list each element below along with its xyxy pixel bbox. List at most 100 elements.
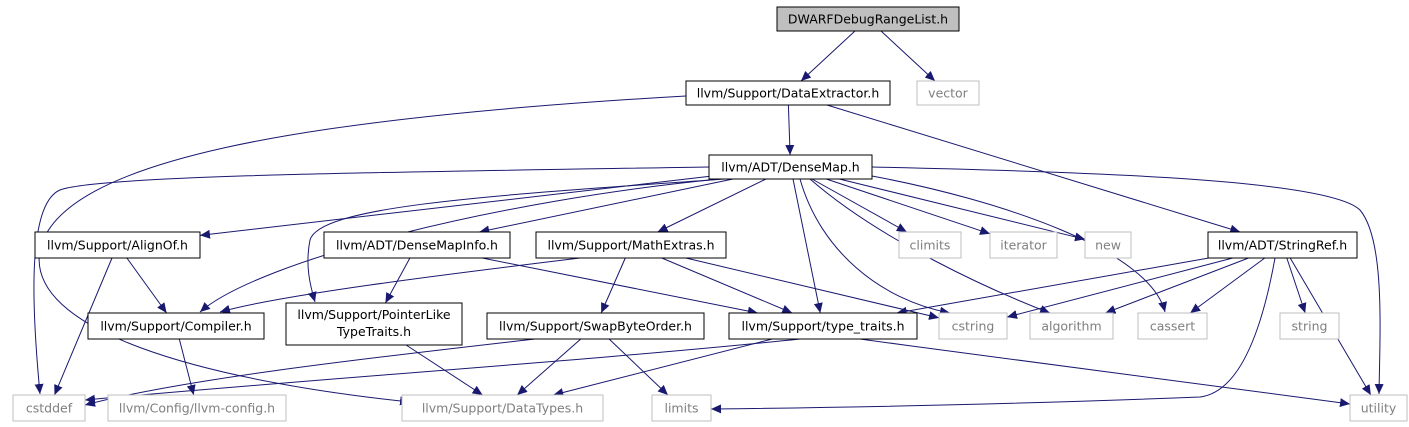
node-cstddef: cstddef — [12, 394, 86, 422]
edge-dense-map-to-dense-map-info — [479, 178, 734, 235]
edge-dwarf-debug-range-list-to-data-extractor — [800, 30, 856, 82]
node-box — [898, 231, 962, 259]
node-swap-byte-order[interactable]: llvm/Support/SwapByteOrder.h — [486, 312, 705, 340]
node-align-of[interactable]: llvm/Support/AlignOf.h — [34, 231, 201, 259]
node-box — [989, 231, 1058, 259]
node-llvm-config: llvm/Config/llvm-config.h — [107, 394, 287, 422]
node-box — [776, 6, 960, 32]
node-label: llvm/Support/PointerLike — [297, 307, 450, 322]
node-label: algorithm — [1041, 319, 1101, 334]
node-cassert: cassert — [1137, 312, 1208, 340]
edge-type-traits-to-data-types — [553, 338, 773, 397]
node-box — [1349, 394, 1408, 422]
node-box — [708, 154, 873, 180]
node-box — [1137, 312, 1208, 340]
node-label: cstddef — [26, 401, 73, 416]
node-data-extractor[interactable]: llvm/Support/DataExtractor.h — [685, 80, 891, 106]
edge-align-of-to-cstddef — [54, 257, 113, 396]
node-box — [938, 312, 1008, 340]
edge-type-traits-to-cstddef — [84, 338, 801, 404]
edge-dense-map-to-climits — [811, 178, 908, 233]
edge-data-extractor-to-dense-map — [785, 104, 795, 156]
node-label: climits — [910, 238, 951, 253]
edge-dense-map-to-algorithm — [809, 178, 1051, 314]
edge-math-extras-to-compiler — [219, 257, 581, 314]
node-label: string — [1292, 319, 1328, 334]
node-box — [107, 394, 287, 422]
edge-dense-map-to-type-traits — [792, 178, 823, 314]
node-dwarf-debug-range-list[interactable]: DWARFDebugRangeList.h — [776, 6, 960, 32]
edge-swap-byte-order-to-data-types — [516, 338, 582, 396]
node-box — [1279, 312, 1340, 340]
node-label: limits — [664, 401, 698, 416]
node-label: iterator — [1000, 238, 1047, 253]
node-dense-map-info[interactable]: llvm/ADT/DenseMapInfo.h — [323, 231, 511, 259]
node-label: llvm/Config/llvm-config.h — [119, 401, 275, 416]
node-label: llvm/ADT/DenseMapInfo.h — [336, 238, 498, 253]
node-label: utility — [1361, 401, 1397, 416]
node-box — [1084, 231, 1132, 259]
edge-dense-map-to-cstring — [799, 178, 951, 316]
node-vector: vector — [916, 80, 980, 106]
node-label: llvm/Support/type_traits.h — [741, 319, 904, 334]
edge-math-extras-to-cstring — [685, 257, 940, 320]
node-box — [12, 394, 86, 422]
node-label: llvm/Support/DataTypes.h — [422, 401, 583, 416]
node-cstring: cstring — [938, 312, 1008, 340]
node-string: string — [1279, 312, 1340, 340]
node-label: llvm/Support/SwapByteOrder.h — [499, 319, 692, 334]
edge-align-of-to-compiler — [126, 257, 168, 314]
edge-dense-map-info-to-pointer-like-type-traits — [384, 257, 411, 304]
node-label: TypeTraits.h — [336, 324, 411, 339]
node-box — [535, 231, 727, 259]
node-utility: utility — [1349, 394, 1408, 422]
edge-string-ref-to-type-traits — [896, 257, 1209, 316]
node-algorithm: algorithm — [1029, 312, 1114, 340]
edge-string-ref-to-string — [1286, 257, 1307, 314]
node-label: llvm/Support/AlignOf.h — [47, 238, 188, 253]
node-compiler[interactable]: llvm/Support/Compiler.h — [87, 312, 265, 340]
node-label: cstring — [952, 319, 995, 334]
node-climits: climits — [898, 231, 962, 259]
node-label: llvm/ADT/StringRef.h — [1218, 238, 1347, 253]
node-label: DWARFDebugRangeList.h — [788, 12, 948, 27]
edge-dense-map-info-to-type-traits — [482, 257, 758, 316]
edge-compiler-to-llvm-config — [178, 338, 196, 396]
node-label: llvm/ADT/DenseMap.h — [721, 160, 859, 175]
node-new: new — [1084, 231, 1132, 259]
node-math-extras[interactable]: llvm/Support/MathExtras.h — [535, 231, 727, 259]
node-label: cassert — [1150, 319, 1195, 334]
node-box — [87, 312, 265, 340]
node-type-traits[interactable]: llvm/Support/type_traits.h — [728, 312, 918, 340]
edge-dense-map-to-cassert — [871, 175, 1167, 313]
edge-string-ref-to-algorithm — [1105, 257, 1249, 314]
node-box — [34, 231, 201, 259]
node-label: llvm/Support/MathExtras.h — [547, 238, 714, 253]
node-string-ref[interactable]: llvm/ADT/StringRef.h — [1207, 231, 1358, 259]
node-box — [401, 394, 604, 422]
edge-dense-map-to-iterator — [826, 178, 991, 235]
node-box — [1207, 231, 1358, 259]
edge-math-extras-to-type-traits — [661, 257, 793, 314]
node-label: llvm/Support/DataExtractor.h — [697, 86, 880, 101]
edge-string-ref-to-limits — [710, 257, 1276, 414]
node-box — [1029, 312, 1114, 340]
node-box — [323, 231, 511, 259]
node-box — [685, 80, 891, 106]
node-box — [651, 394, 712, 422]
edge-dense-map-to-pointer-like-type-traits — [307, 178, 726, 303]
edge-data-extractor-to-string-ref — [826, 104, 1241, 234]
edge-string-ref-to-cstring — [1006, 257, 1233, 319]
edge-type-traits-to-utility — [859, 338, 1351, 408]
node-data-types: llvm/Support/DataTypes.h — [401, 394, 604, 422]
node-label: vector — [928, 86, 969, 101]
edge-math-extras-to-swap-byte-order — [600, 257, 626, 314]
node-box — [728, 312, 918, 340]
edge-dense-map-to-utility — [871, 166, 1384, 395]
edge-string-ref-to-cassert — [1189, 257, 1266, 314]
node-box — [486, 312, 705, 340]
node-dense-map[interactable]: llvm/ADT/DenseMap.h — [708, 154, 873, 180]
edge-swap-byte-order-to-limits — [608, 338, 669, 396]
